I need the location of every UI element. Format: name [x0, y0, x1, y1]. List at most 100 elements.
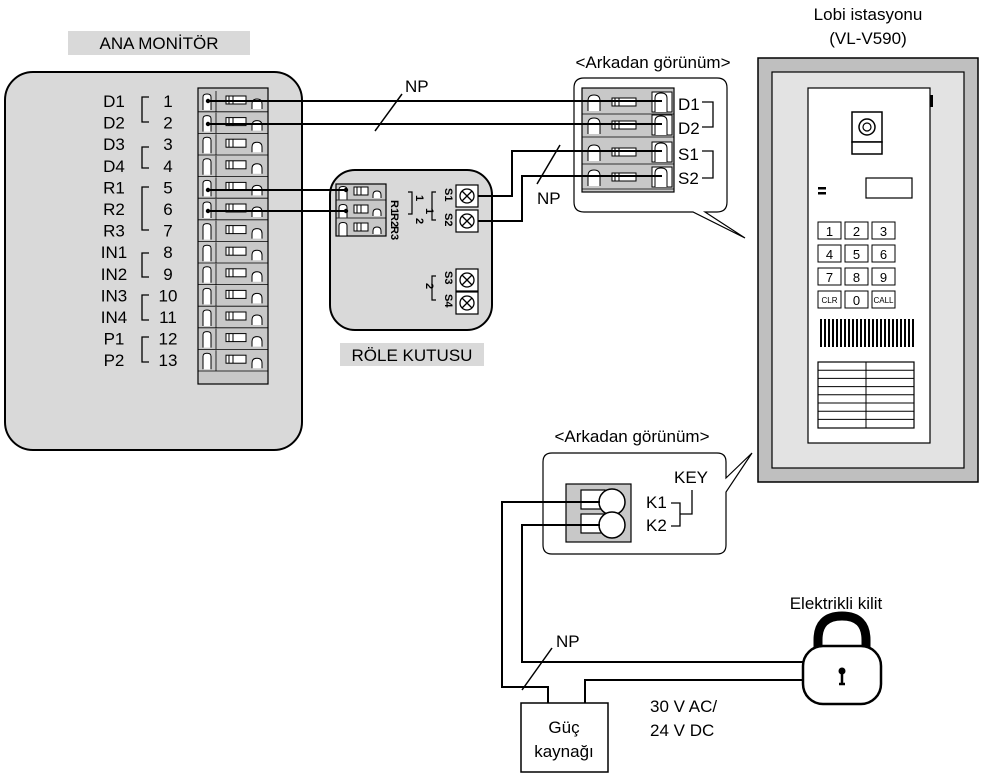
monitor-terminal-row: [198, 220, 268, 242]
status-led-icon: [818, 187, 826, 190]
monitor-terminal-name: D4: [103, 157, 125, 176]
keypad-key-label: 5: [853, 247, 860, 262]
keypad-key: 6: [871, 244, 896, 263]
wire-s2: [478, 175, 662, 222]
monitor-terminal-row: [198, 350, 268, 372]
relay-terminal-row: [336, 221, 386, 237]
key-k1-screw: [598, 488, 626, 516]
key-k2-screw: [598, 511, 626, 539]
power-label-1: Güç: [548, 718, 580, 737]
key-terminal-k2: K2: [646, 516, 667, 535]
lobby-back-view-top: <Arkadan görünüm> D1 D2 S1 S2: [573, 53, 746, 239]
wires: [208, 100, 808, 703]
keypad-key-label: CALL: [873, 296, 894, 305]
relay-label-group1: 1: [413, 195, 425, 201]
keypad-key: 9: [871, 267, 896, 286]
np-label-3: NP: [556, 632, 580, 651]
voltage-label-1: 30 V AC/: [650, 697, 717, 716]
camera-icon: [851, 111, 883, 143]
relay-terminal-rows: [336, 185, 386, 237]
power-supply-box: [520, 702, 609, 773]
back-view-label-bottom: <Arkadan görünüm>: [555, 427, 710, 446]
keypad-key: 4: [817, 244, 842, 263]
lobby-terminal-s2: S2: [678, 169, 699, 188]
keypad-key-label: CLR: [821, 296, 837, 305]
monitor-terminal-name: IN3: [101, 286, 127, 305]
lobby-title-1: Lobi istasyonu: [814, 5, 923, 24]
keypad-key: CALL: [871, 290, 896, 309]
keypad-key-label: 3: [880, 224, 887, 239]
lobby-d-bracket: [702, 101, 714, 128]
key-back-view: <Arkadan görünüm> KEY K1 K2: [542, 427, 753, 555]
power-label-2: kaynağı: [534, 742, 594, 761]
monitor-title: ANA MONİTÖR: [99, 34, 218, 53]
monitor-terminal-name: R3: [103, 222, 125, 241]
lock-shackle: [813, 611, 871, 648]
keypad-key: 1: [817, 221, 842, 240]
wire-k1: [501, 501, 600, 703]
keypad-key-label: 8: [853, 270, 860, 285]
monitor-terminal-name: P1: [104, 330, 125, 349]
monitor-terminal-row: [198, 328, 268, 350]
keypad-key-label: 1: [826, 224, 833, 239]
wire-k2: [521, 524, 808, 663]
lock-label: Elektrikli kilit: [790, 594, 883, 613]
monitor-terminal-name: P2: [104, 351, 125, 370]
keypad-key: 5: [844, 244, 869, 263]
monitor-terminal-row: [198, 263, 268, 286]
monitor-terminal-row: [198, 285, 268, 307]
monitor-terminal-name: D3: [103, 135, 125, 154]
monitor-terminal-number: 11: [159, 308, 177, 327]
relay-brackets: [408, 191, 436, 301]
wire-s1: [478, 150, 662, 197]
monitor-terminal-number: 2: [163, 114, 172, 133]
relay-label-group2-b: 2: [423, 283, 435, 289]
monitor-pair-brackets: [141, 96, 149, 363]
keypad-key-label: 2: [853, 224, 860, 239]
relay-title: RÖLE KUTUSU: [352, 346, 473, 365]
monitor-terminal-row: [198, 155, 268, 178]
monitor-terminal-name: R2: [103, 200, 125, 219]
keypad-key-label: 0: [853, 293, 860, 308]
relay-label-r3: R3: [388, 226, 400, 240]
monitor-title-bg: [68, 31, 250, 55]
lobby-indicator: [930, 95, 933, 107]
keypad-key: 8: [844, 267, 869, 286]
keypad-key: 3: [871, 221, 896, 240]
monitor-terminal-row: [198, 307, 268, 329]
keypad-key: 7: [817, 267, 842, 286]
electric-lock: Elektrikli kilit: [790, 594, 883, 706]
monitor-terminal-rows: [198, 91, 268, 372]
monitor-terminal-number: 1: [163, 92, 172, 111]
keypad-key-label: 4: [826, 247, 833, 262]
monitor-terminal-number: 7: [163, 222, 172, 241]
monitor-terminal-number: 10: [159, 286, 178, 305]
relay-box: R1 R2 R3 S1 S2 S3 S4 1 1 2 2: [329, 169, 493, 366]
key-label: KEY: [674, 468, 708, 487]
monitor-terminal-name: R1: [103, 178, 125, 197]
monitor-terminal-name: IN1: [101, 243, 127, 262]
lobby-terminal-s1: S1: [678, 145, 699, 164]
relay-label-group2: 2: [413, 218, 425, 224]
voltage-label-2: 24 V DC: [650, 721, 714, 740]
relay-label-s4: S4: [442, 294, 454, 308]
relay-screw-terminals: [455, 184, 479, 315]
lobby-title-2: (VL-V590): [829, 29, 906, 48]
key-terminal-k1: K1: [646, 493, 667, 512]
monitor-terminal-number: 6: [163, 200, 172, 219]
np-markers: [374, 93, 561, 691]
relay-title-bg: [340, 343, 484, 366]
lobby-display: [865, 177, 913, 199]
keypad-key-label: 6: [880, 247, 887, 262]
monitor-terminal-number: 8: [163, 243, 172, 262]
wire-power: [584, 679, 808, 703]
np-label-1: NP: [405, 77, 429, 96]
monitor-terminal-row: [198, 134, 268, 156]
monitor-terminal-name: D2: [103, 114, 125, 133]
monitor-terminal-number: 4: [163, 157, 172, 176]
lobby-terminal-d1: D1: [678, 95, 700, 114]
